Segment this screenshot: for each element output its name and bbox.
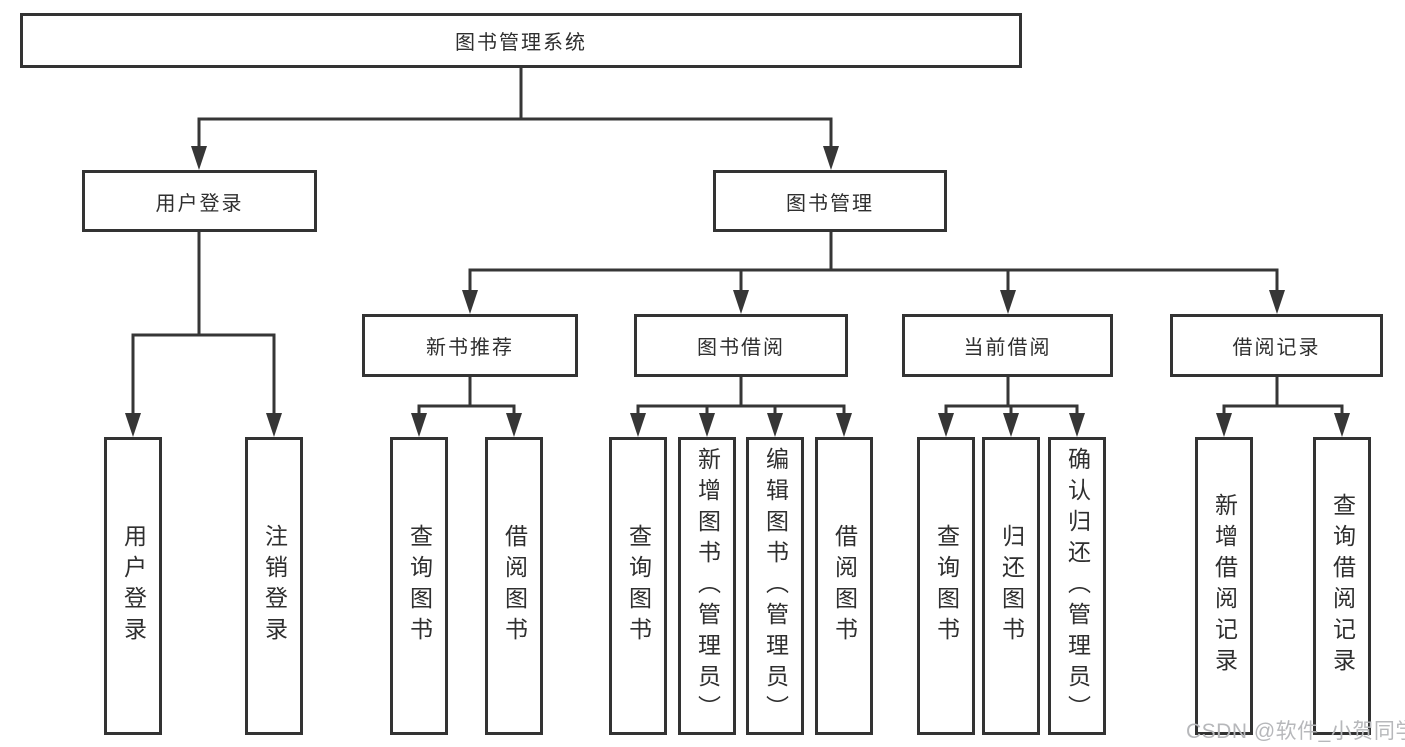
node-borrowing-records: 借阅记录	[1170, 314, 1383, 377]
node-leaf-borrow-books: 借阅图书	[485, 437, 543, 735]
node-label: 查询图书	[406, 524, 433, 648]
node-label: 借阅记录	[1232, 337, 1321, 359]
connector-new-book-rec-to-leaves	[417, 375, 516, 415]
arrowhead-down-icon	[266, 413, 282, 437]
node-current-borrowing: 当前借阅	[902, 314, 1113, 377]
node-leaf-query-books: 查询图书	[390, 437, 448, 735]
node-leaf-borrow-books: 借阅图书	[815, 437, 873, 735]
node-book-borrowing: 图书借阅	[634, 314, 848, 377]
connector-borrow-records-to-leaves	[1222, 375, 1344, 415]
node-leaf-logout: 注销登录	[245, 437, 303, 735]
arrowhead-down-icon	[1334, 413, 1350, 437]
node-leaf-edit-books-admin: 编辑图书（管理员）	[746, 437, 804, 735]
node-label: 编辑图书（管理员）	[762, 446, 789, 726]
node-user-login: 用户登录	[82, 170, 317, 232]
arrowhead-down-icon	[411, 413, 427, 437]
node-label: 查询图书	[625, 524, 652, 648]
node-label: 确认归还（管理员）	[1064, 446, 1091, 726]
node-label: 用户登录	[120, 524, 147, 648]
arrowhead-down-icon	[1000, 290, 1016, 314]
node-label: 借阅图书	[501, 524, 528, 648]
node-leaf-confirm-return-admin: 确认归还（管理员）	[1048, 437, 1106, 735]
arrowhead-down-icon	[506, 413, 522, 437]
node-label: 借阅图书	[831, 524, 858, 648]
node-label: 归还图书	[998, 524, 1025, 648]
node-leaf-user-login: 用户登录	[104, 437, 162, 735]
node-label: 当前借阅	[963, 337, 1052, 359]
node-label: 图书借阅	[697, 337, 785, 359]
arrowhead-down-icon	[699, 413, 715, 437]
arrowhead-down-icon	[125, 413, 141, 437]
node-label: 用户登录	[155, 192, 244, 215]
connector-current-borrow-to-leaves	[944, 375, 1079, 415]
node-label: 图书管理	[786, 192, 874, 215]
connector-book-mgmt-to-level3	[468, 230, 1279, 292]
node-label: 查询图书	[933, 524, 960, 648]
node-library-management-system: 图书管理系统	[20, 13, 1022, 68]
arrowhead-down-icon	[1216, 413, 1232, 437]
node-label: 新增图书（管理员）	[694, 446, 721, 726]
arrowhead-down-icon	[767, 413, 783, 437]
arrowhead-down-icon	[1003, 413, 1019, 437]
arrowhead-down-icon	[1269, 290, 1285, 314]
arrowhead-down-icon	[630, 413, 646, 437]
node-new-book-recommend: 新书推荐	[362, 314, 578, 377]
node-label: 新增借阅记录	[1211, 493, 1238, 679]
node-label: 注销登录	[261, 524, 288, 648]
arrowhead-down-icon	[938, 413, 954, 437]
node-label: 查询借阅记录	[1329, 493, 1356, 679]
node-leaf-query-borrow-record: 查询借阅记录	[1313, 437, 1371, 735]
arrowhead-down-icon	[462, 290, 478, 314]
node-leaf-return-books: 归还图书	[982, 437, 1040, 735]
node-book-management: 图书管理	[713, 170, 947, 232]
node-leaf-add-books-admin: 新增图书（管理员）	[678, 437, 736, 735]
node-leaf-add-borrow-record: 新增借阅记录	[1195, 437, 1253, 735]
watermark-text: CSDN @软件_小贺同学	[1186, 720, 1405, 743]
arrowhead-down-icon	[733, 290, 749, 314]
node-label: 新书推荐	[426, 337, 514, 359]
node-label: 图书管理系统	[455, 32, 587, 54]
arrowhead-down-icon	[836, 413, 852, 437]
connector-book-borrow-to-leaves	[636, 375, 846, 415]
node-leaf-query-books: 查询图书	[609, 437, 667, 735]
arrowhead-down-icon	[823, 146, 839, 170]
connector-root-to-level2	[197, 66, 833, 148]
arrowhead-down-icon	[191, 146, 207, 170]
connector-user-login-to-leaves	[131, 230, 276, 415]
arrowhead-down-icon	[1069, 413, 1085, 437]
node-leaf-query-books: 查询图书	[917, 437, 975, 735]
